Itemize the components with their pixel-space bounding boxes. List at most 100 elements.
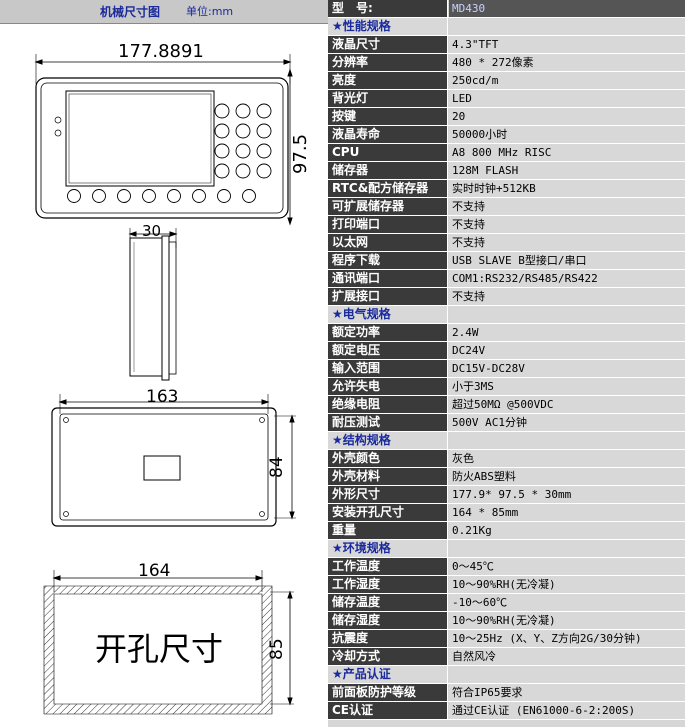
function-key (242, 189, 256, 203)
spec-key: 安装开孔尺寸 (328, 504, 448, 521)
drawing-title: 机械尺寸图 (100, 5, 161, 19)
spec-key: 分辨率 (328, 54, 448, 71)
keypad-key (256, 123, 272, 139)
side-depth-label: 30 (142, 222, 161, 240)
spec-value: 自然风冷 (449, 648, 685, 665)
spec-value: 0～45℃ (449, 558, 685, 575)
spec-key: 通讯端口 (328, 270, 448, 287)
side-view: 30 (128, 222, 178, 381)
spec-value: 177.9* 97.5 * 30mm (449, 486, 685, 503)
spec-value: 0.21Kg (449, 522, 685, 539)
back-view: 163 84 (51, 387, 296, 527)
spec-row: 绝缘电阻超过50MΩ @500VDC (328, 396, 685, 414)
spec-value: 不支持 (449, 288, 685, 305)
spec-row: 前面板防护等级符合IP65要求 (328, 684, 685, 702)
spec-key: 按键 (328, 108, 448, 125)
front-view: 177.8891 97.5 (34, 41, 311, 226)
spec-value: DC24V (449, 342, 685, 359)
spec-value: 164 * 85mm (449, 504, 685, 521)
spec-row: 储存温度-10～60℃ (328, 594, 685, 612)
spec-key: 外壳颜色 (328, 450, 448, 467)
spec-value (449, 18, 685, 35)
spec-key: 外形尺寸 (328, 486, 448, 503)
spec-value: A8 800 MHz RISC (449, 144, 685, 161)
function-key (167, 189, 181, 203)
spec-key: 型 号: (328, 0, 448, 17)
spec-key: 冷却方式 (328, 648, 448, 665)
spec-value: DC15V-DC28V (449, 360, 685, 377)
spec-key: 打印端口 (328, 216, 448, 233)
spec-value: 10～25Hz (X、Y、Z方向2G/30分钟) (449, 630, 685, 647)
spec-key: ★产品认证 (328, 666, 448, 683)
spec-key: 储存器 (328, 162, 448, 179)
spec-row: 可扩展储存器不支持 (328, 198, 685, 216)
cutout-width-label: 164 (138, 561, 170, 581)
spec-value: 超过50MΩ @500VDC (449, 396, 685, 413)
spec-key: 扩展接口 (328, 288, 448, 305)
cutout-label: 开孔尺寸 (95, 630, 223, 668)
spec-value: 20 (449, 108, 685, 125)
spec-value: 符合IP65要求 (449, 684, 685, 701)
spec-value: LED (449, 90, 685, 107)
spec-key: 绝缘电阻 (328, 396, 448, 413)
spec-key: 输入范围 (328, 360, 448, 377)
drawing-unit: 单位:mm (186, 5, 234, 18)
spec-value: 不支持 (449, 234, 685, 251)
spec-value: -10～60℃ (449, 594, 685, 611)
spec-row: 型 号:MD430 (328, 0, 685, 18)
function-key (142, 189, 156, 203)
spec-row: 允许失电小于3MS (328, 378, 685, 396)
spec-value (449, 666, 685, 683)
back-label-plate (143, 455, 181, 481)
function-key (117, 189, 131, 203)
spec-row: 冷却方式自然风冷 (328, 648, 685, 666)
spec-value: 50000小时 (449, 126, 685, 143)
mechanical-drawing-panel: 机械尺寸图 单位:mm 177.8891 97.5 (0, 0, 328, 727)
spec-key: 程序下载 (328, 252, 448, 269)
keypad (214, 103, 272, 179)
function-key (92, 189, 106, 203)
spec-row: 打印端口不支持 (328, 216, 685, 234)
back-height-label: 84 (267, 456, 287, 478)
spec-key: 重量 (328, 522, 448, 539)
drawing-header: 机械尺寸图 单位:mm (0, 0, 328, 24)
keypad-key (235, 143, 251, 159)
keypad-key (235, 123, 251, 139)
bottom-keys (67, 189, 256, 203)
spec-value: 通过CE认证 (EN61000-6-2:200S) (449, 702, 685, 719)
spec-value: 4.3"TFT (449, 36, 685, 53)
spec-value: 灰色 (449, 450, 685, 467)
spec-key: 外壳材料 (328, 468, 448, 485)
spec-section-row: ★结构规格 (328, 432, 685, 450)
keypad-key (214, 163, 230, 179)
back-width-label: 163 (146, 387, 178, 407)
spec-section-row: ★电气规格 (328, 306, 685, 324)
spec-section-row: ★环境规格 (328, 540, 685, 558)
spec-key: 工作湿度 (328, 576, 448, 593)
spec-row: 外壳材料防火ABS塑料 (328, 468, 685, 486)
spec-key: 前面板防护等级 (328, 684, 448, 701)
spec-key: 亮度 (328, 72, 448, 89)
spec-value: 10～90%RH(无冷凝) (449, 576, 685, 593)
spec-value: 250cd/m (449, 72, 685, 89)
spec-key: ★电气规格 (328, 306, 448, 323)
spec-value: 10～90%RH(无冷凝) (449, 612, 685, 629)
function-key (67, 189, 81, 203)
keypad-key (214, 103, 230, 119)
